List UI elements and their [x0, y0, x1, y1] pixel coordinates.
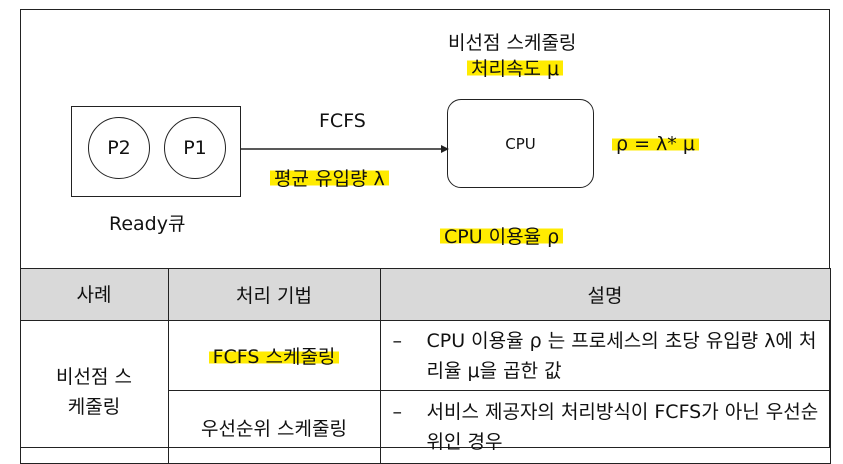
- table-row: 비선점 스케줄링 FCFS 스케줄링 – CPU 이용율 ρ 는 프로세스의 초…: [19, 320, 831, 464]
- table-row: 우선순위 스케줄링 – 서비스 제공자의 처리방식이 FCFS가 아닌 우선순위…: [20, 390, 831, 464]
- bullet-dash: –: [392, 329, 403, 352]
- description-fcfs: CPU 이용율 ρ 는 프로세스의 초당 유입량 λ에 처리율 μ을 곱한 값: [426, 329, 817, 382]
- figure-frame: 비선점 스케줄링 처리속도 μ P2 P1 Ready큐 FCFS 평균 유입량…: [19, 9, 831, 464]
- scheduling-diagram: 비선점 스케줄링 처리속도 μ P2 P1 Ready큐 FCFS 평균 유입량…: [21, 10, 831, 268]
- case-cell: 비선점 스케줄링: [19, 320, 169, 464]
- cpu-box: CPU: [447, 99, 594, 188]
- ready-queue-label: Ready큐: [109, 213, 186, 235]
- process-p2: P2: [88, 117, 150, 179]
- technique-fcfs: FCFS 스케줄링: [208, 346, 340, 368]
- description-cell: – 서비스 제공자의 처리방식이 FCFS가 아닌 우선순위인 경우: [379, 390, 831, 464]
- bullet-dash: –: [392, 401, 403, 423]
- fcfs-label: FCFS: [319, 110, 366, 132]
- process-p1: P1: [164, 117, 226, 179]
- technique-cell: FCFS 스케줄링: [167, 320, 381, 391]
- description-cell: – CPU 이용율 ρ 는 프로세스의 초당 유입량 λ에 처리율 μ을 곱한 …: [379, 320, 831, 391]
- diagram-title: 비선점 스케줄링: [448, 32, 577, 54]
- arrival-rate-label: 평균 유입량 λ: [270, 164, 389, 191]
- header-technique: 처리 기법: [167, 268, 381, 321]
- header-description: 설명: [379, 268, 831, 321]
- technique-priority: 우선순위 스케줄링: [201, 417, 347, 440]
- ready-queue-box: P2 P1: [71, 106, 241, 197]
- case-text: 비선점 스케줄링: [56, 366, 132, 418]
- table-header-row: 사례 처리 기법 설명: [19, 268, 831, 321]
- flow-arrow: [241, 145, 449, 153]
- scheduling-table: 사례 처리 기법 설명 비선점 스케줄링 FCFS 스케줄링 – CPU 이용율…: [19, 268, 831, 464]
- header-case: 사례: [19, 268, 169, 321]
- technique-cell: 우선순위 스케줄링: [167, 390, 381, 464]
- description-priority: 서비스 제공자의 처리방식이 FCFS가 아닌 우선순위인 경우: [426, 401, 819, 453]
- cpu-utilization-label: CPU 이용율 ρ: [440, 222, 564, 249]
- processing-speed-label: 처리속도 μ: [467, 54, 564, 81]
- utilization-formula: ρ = λ* μ: [612, 133, 699, 155]
